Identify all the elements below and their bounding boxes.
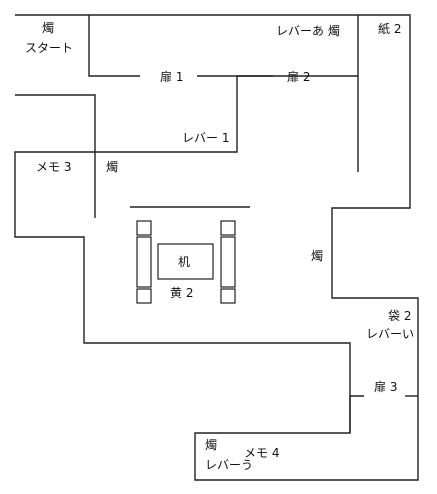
wall-upper-corridor (88, 15, 140, 77)
label-memo-4: メモ 4 (244, 446, 279, 460)
chair-top-right (220, 220, 236, 236)
wall-lower-right (349, 395, 364, 433)
outer-wall (14, 14, 419, 481)
label-lever-u: レバーう (205, 458, 253, 472)
label-memo-3: メモ 3 (36, 160, 71, 174)
chair-top-left (136, 220, 152, 236)
label-start: スタート (25, 41, 73, 55)
desk (157, 243, 214, 280)
label-door-2: 扉 2 (287, 70, 310, 84)
label-lever-a-candle: レバーあ 燭 (276, 24, 340, 38)
label-lever-1: レバー 1 (182, 131, 229, 145)
desk-set (136, 220, 236, 304)
label-lever-i: レバーい (366, 327, 414, 341)
chair-bottom-right (220, 288, 236, 304)
label-candle-bottom: 燭 (205, 438, 217, 452)
label-candle-right: 燭 (311, 249, 323, 263)
label-candle-center: 燭 (106, 160, 118, 174)
label-candle-start: 燭 (42, 21, 54, 35)
chair-bottom-left (136, 288, 152, 304)
bench-right (220, 236, 236, 288)
label-bag-2: 袋 2 (388, 309, 411, 323)
label-door-3: 扉 3 (374, 380, 397, 394)
label-door-1: 扉 1 (160, 70, 183, 84)
label-yellow-2: 黄 2 (170, 286, 193, 300)
label-desk: 机 (178, 255, 190, 269)
label-paper-2: 紙 2 (378, 21, 401, 36)
wall-start-room-bottom (15, 94, 96, 218)
bench-left (136, 236, 152, 288)
